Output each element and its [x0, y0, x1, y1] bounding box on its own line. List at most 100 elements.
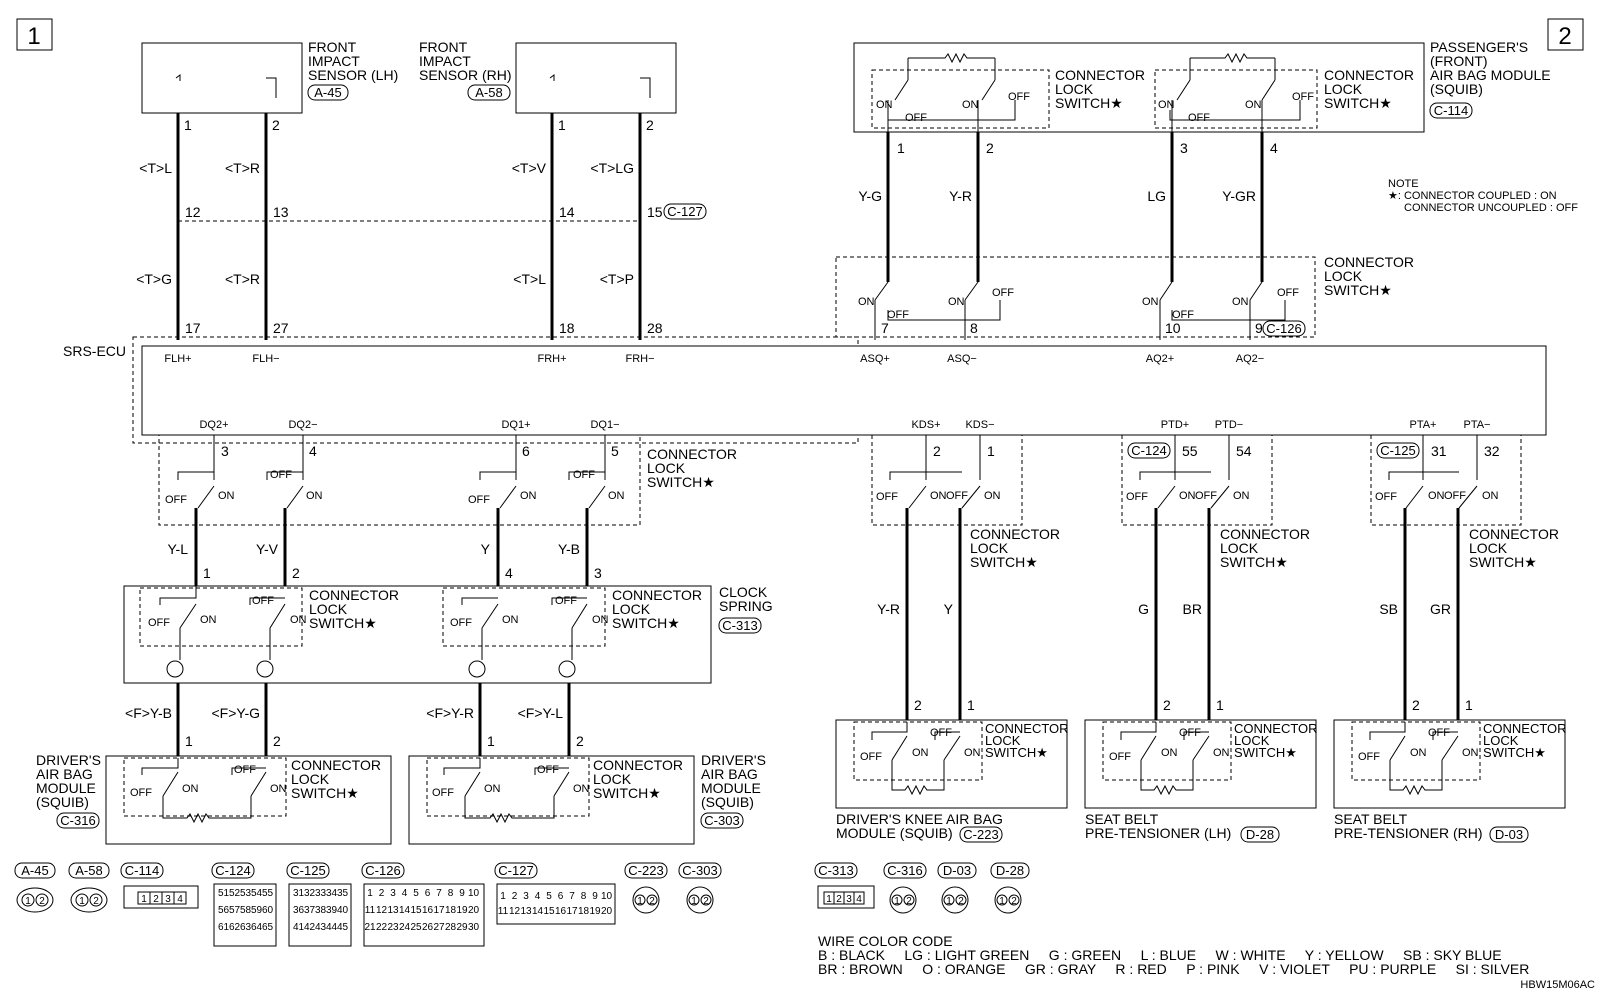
- svg-text:1: 1: [826, 894, 832, 905]
- c127-pin: 19: [589, 906, 601, 917]
- svg-text:D-28: D-28: [996, 863, 1024, 878]
- svg-text:ON: ON: [218, 490, 235, 502]
- svg-text:ON: ON: [964, 747, 981, 759]
- svg-text:ON: ON: [290, 614, 307, 626]
- svg-text:NOTE: NOTE: [1388, 178, 1419, 190]
- clock-spring: OFF ON OFF ON OFF ON OFF ON CONNECTOR LO…: [123, 584, 773, 684]
- svg-text:1: 1: [1465, 697, 1473, 713]
- c127-pin: 14: [532, 906, 544, 917]
- front-impact-sensor-lh: FRONT IMPACT SENSOR (LH) A-45: [141, 39, 398, 114]
- svg-text:ON: ON: [1232, 296, 1249, 308]
- svg-text:35: 35: [337, 888, 349, 899]
- svg-text:<T>V: <T>V: [512, 160, 547, 176]
- svg-text:C-125: C-125: [290, 863, 325, 878]
- svg-text:SWITCH★: SWITCH★: [612, 615, 680, 631]
- svg-text:LOCK: LOCK: [593, 771, 632, 787]
- svg-text:AIR BAG MODULE: AIR BAG MODULE: [1430, 67, 1551, 83]
- svg-text:C-313: C-313: [818, 863, 853, 878]
- svg-text:LOCK: LOCK: [1055, 81, 1094, 97]
- svg-text:ON: ON: [912, 747, 929, 759]
- svg-text:(FRONT): (FRONT): [1430, 53, 1488, 69]
- svg-text:41: 41: [293, 922, 305, 933]
- passenger-wires: 1 2 3 4 Y-G Y-R LG Y-GR ON OFF ON OFF ON…: [835, 132, 1414, 340]
- svg-text:27: 27: [273, 320, 289, 336]
- svg-text:OFF: OFF: [1172, 309, 1194, 321]
- svg-text:2: 2: [272, 117, 280, 133]
- svg-text:18: 18: [559, 320, 575, 336]
- svg-text:9: 9: [1255, 320, 1263, 336]
- svg-text:SEAT BELT: SEAT BELT: [1334, 811, 1408, 827]
- svg-text:OFF: OFF: [432, 787, 454, 799]
- svg-text:C-316: C-316: [887, 863, 922, 878]
- svg-text:OFF: OFF: [946, 490, 968, 502]
- svg-text:SWITCH★: SWITCH★: [593, 785, 661, 801]
- connector-label-c316: C-316: [60, 813, 95, 828]
- svg-text:FLH−: FLH−: [252, 353, 279, 365]
- svg-text:FRONT: FRONT: [419, 39, 468, 55]
- svg-text:FLH+: FLH+: [164, 353, 191, 365]
- connector-label-d28: D-28: [1246, 827, 1274, 842]
- c126-pin: 21: [364, 922, 376, 933]
- svg-text:CONNECTOR: CONNECTOR: [1469, 526, 1559, 542]
- svg-text:2: 2: [933, 443, 941, 459]
- svg-text:LG: LG: [1147, 188, 1166, 204]
- svg-text:62: 62: [229, 922, 241, 933]
- svg-text:ON: ON: [1410, 747, 1427, 759]
- svg-text:PASSENGER'S: PASSENGER'S: [1430, 39, 1528, 55]
- svg-text:SENSOR (RH): SENSOR (RH): [419, 67, 512, 83]
- svg-text:<T>L: <T>L: [513, 271, 546, 287]
- svg-text:CONNECTOR: CONNECTOR: [1483, 721, 1567, 736]
- svg-text:SWITCH★: SWITCH★: [1469, 554, 1537, 570]
- c126-pin: 19: [456, 905, 468, 916]
- svg-text:ON: ON: [573, 783, 590, 795]
- connector-label-c114: C-114: [1434, 103, 1468, 118]
- svg-text:2: 2: [646, 117, 654, 133]
- svg-text:LOCK: LOCK: [1469, 540, 1508, 556]
- svg-text:OFF: OFF: [1277, 287, 1299, 299]
- svg-text:1: 1: [946, 896, 952, 907]
- svg-text:55: 55: [262, 888, 274, 899]
- svg-text:ON: ON: [1142, 296, 1159, 308]
- svg-text:12: 12: [185, 204, 201, 220]
- passenger-airbag-module: ON OFF ON OFF ON OFF ON OFF CONNECTOR LO…: [853, 39, 1551, 133]
- svg-text:4: 4: [856, 894, 862, 905]
- svg-text:FRH+: FRH+: [537, 353, 566, 365]
- svg-text:OFF: OFF: [1358, 751, 1380, 763]
- svg-text:LOCK: LOCK: [1220, 540, 1259, 556]
- svg-text:Y: Y: [944, 601, 954, 617]
- svg-text:52: 52: [229, 888, 241, 899]
- svg-text:LOCK: LOCK: [1234, 733, 1270, 748]
- svg-text:1: 1: [203, 565, 211, 581]
- driver-airbag-module-rh: OFF ON OFF ON CONNECTOR LOCK SWITCH★ DRI…: [408, 752, 766, 845]
- svg-text:OFF: OFF: [992, 287, 1014, 299]
- c127-pin: 12: [509, 906, 521, 917]
- svg-text:IMPACT: IMPACT: [308, 53, 360, 69]
- svg-text:CONNECTOR: CONNECTOR: [985, 721, 1069, 736]
- c127-pin: 2: [512, 891, 518, 902]
- c126-pin: 3: [390, 888, 396, 899]
- svg-text:ON: ON: [200, 614, 217, 626]
- svg-text:65: 65: [262, 922, 274, 933]
- svg-text:DQ1+: DQ1+: [501, 419, 530, 431]
- c126-pin: 17: [433, 905, 445, 916]
- drawing-code: HBW15M06AC: [1520, 979, 1595, 991]
- svg-text:★: CONNECTOR COUPLED : ON: ★: CONNECTOR COUPLED : ON: [1388, 190, 1557, 202]
- svg-text:1: 1: [691, 896, 697, 907]
- connector-label-c313: C-313: [722, 618, 757, 633]
- svg-text:OFF: OFF: [234, 764, 256, 776]
- svg-text:AQ2+: AQ2+: [1146, 353, 1174, 365]
- srs-ecu: SRS-ECU FLH+ FLH− FRH+ FRH− ASQ+ ASQ− AQ…: [63, 336, 1547, 444]
- svg-text:BR : BROWN O : ORANGE: BR : BROWN O : ORANGE GR : GRAY R : RED …: [818, 961, 1529, 977]
- svg-text:LOCK: LOCK: [1324, 81, 1363, 97]
- svg-text:Y-V: Y-V: [256, 541, 279, 557]
- svg-text:SWITCH★: SWITCH★: [309, 615, 377, 631]
- c127-pin: 17: [566, 906, 578, 917]
- svg-text:CONNECTOR: CONNECTOR: [647, 446, 737, 462]
- svg-text:<F>Y-R: <F>Y-R: [426, 705, 474, 721]
- svg-text:63: 63: [240, 922, 252, 933]
- svg-text:56: 56: [218, 905, 230, 916]
- svg-text:1: 1: [79, 896, 85, 907]
- svg-text:ASQ+: ASQ+: [860, 353, 890, 365]
- svg-text:6: 6: [522, 443, 530, 459]
